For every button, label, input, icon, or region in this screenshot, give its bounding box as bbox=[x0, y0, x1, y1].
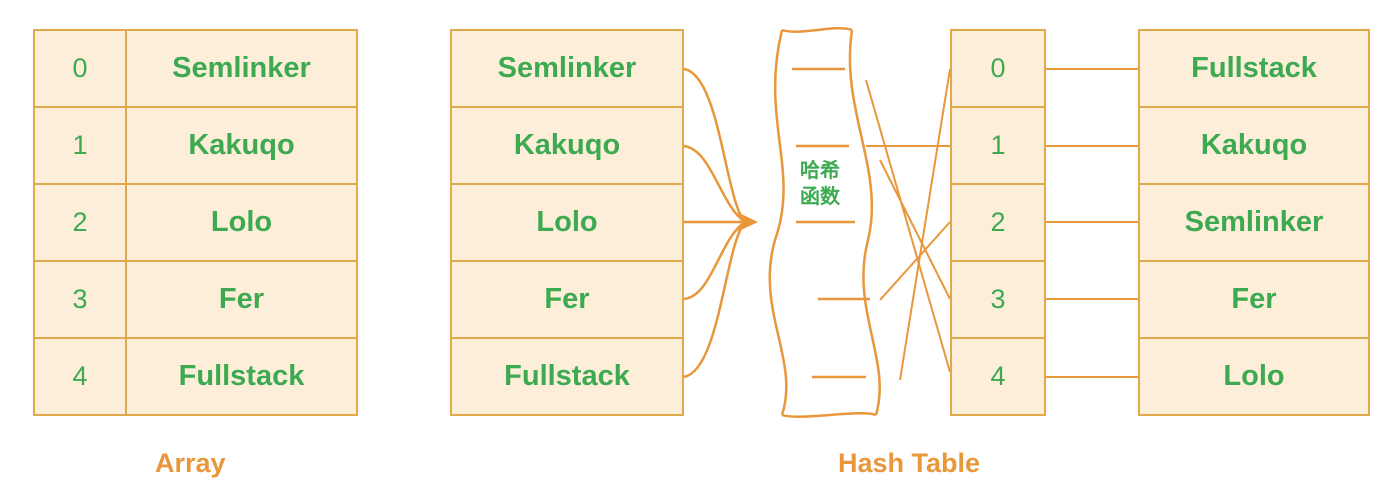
bucket-index-cell: 1 bbox=[950, 106, 1046, 185]
curve-key-4 bbox=[683, 221, 746, 379]
hash-function-shape bbox=[768, 27, 881, 418]
arrow-head bbox=[737, 212, 758, 232]
array-value: Fullstack bbox=[178, 360, 305, 392]
array-value-cell: Fullstack bbox=[125, 337, 358, 416]
bucket-value: Kakuqo bbox=[1200, 129, 1308, 161]
key-cell: Kakuqo bbox=[450, 106, 684, 185]
array-caption: Array bbox=[155, 448, 226, 478]
curve-key-3 bbox=[683, 220, 746, 301]
key-cell: Fullstack bbox=[450, 337, 684, 416]
array-index-cell: 2 bbox=[33, 183, 127, 262]
array-index: 2 bbox=[72, 207, 88, 237]
hash-shape-bottom bbox=[781, 412, 877, 418]
bucket-index: 2 bbox=[990, 207, 1006, 237]
bucket-value-cell: Fullstack bbox=[1138, 29, 1370, 108]
key-name: Semlinker bbox=[497, 52, 637, 84]
bucket-index: 0 bbox=[990, 53, 1006, 83]
bucket-index-cell: 2 bbox=[950, 183, 1046, 262]
map-line-c bbox=[879, 159, 951, 300]
map-line-a bbox=[865, 79, 951, 373]
hash-function-label: 哈希 函数 bbox=[790, 157, 850, 209]
array-value: Semlinker bbox=[172, 52, 311, 84]
map-line-d bbox=[899, 68, 951, 381]
array-value-cell: Fer bbox=[125, 260, 358, 339]
key-name: Kakuqo bbox=[513, 129, 621, 161]
bucket-index-cell: 3 bbox=[950, 260, 1046, 339]
map-line-e bbox=[879, 221, 951, 301]
bucket-index-cell: 4 bbox=[950, 337, 1046, 416]
hash-shape-right bbox=[848, 29, 881, 416]
hash-shape-left bbox=[768, 29, 788, 416]
array-index: 3 bbox=[72, 284, 88, 314]
array-value-cell: Lolo bbox=[125, 183, 358, 262]
bucket-index: 3 bbox=[990, 284, 1006, 314]
curve-key-0 bbox=[683, 67, 746, 223]
key-cell: Semlinker bbox=[450, 29, 684, 108]
hash-shape-top bbox=[781, 27, 853, 33]
key-to-hash-curves bbox=[683, 67, 746, 379]
bucket-value: Semlinker bbox=[1184, 206, 1324, 238]
curve-key-1 bbox=[683, 144, 746, 224]
array-index-cell: 4 bbox=[33, 337, 127, 416]
array-index: 1 bbox=[72, 130, 88, 160]
bucket-index: 1 bbox=[990, 130, 1006, 160]
key-name: Fullstack bbox=[504, 360, 630, 392]
hash-function-line: 哈希 bbox=[800, 158, 840, 182]
array-index: 0 bbox=[72, 53, 88, 83]
bucket-value-cell: Semlinker bbox=[1138, 183, 1370, 262]
key-cell: Lolo bbox=[450, 183, 684, 262]
array-value-cell: Semlinker bbox=[125, 29, 358, 108]
array-index: 4 bbox=[72, 361, 88, 391]
hash-to-bucket-lines bbox=[865, 68, 1138, 381]
bucket-value: Fullstack bbox=[1191, 52, 1317, 84]
array-index-cell: 0 bbox=[33, 29, 127, 108]
bucket-value: Lolo bbox=[1223, 360, 1285, 392]
array-index-cell: 3 bbox=[33, 260, 127, 339]
bucket-value: Fer bbox=[1231, 283, 1277, 315]
bucket-index: 4 bbox=[990, 361, 1006, 391]
array-index-cell: 1 bbox=[33, 106, 127, 185]
array-value: Fer bbox=[218, 283, 265, 315]
key-name: Lolo bbox=[536, 206, 598, 238]
bucket-value-cell: Lolo bbox=[1138, 337, 1370, 416]
array-value: Lolo bbox=[210, 206, 273, 238]
hash-function-line: 函数 bbox=[800, 184, 840, 208]
hash-table-caption: Hash Table bbox=[838, 448, 981, 478]
array-value-cell: Kakuqo bbox=[125, 106, 358, 185]
key-cell: Fer bbox=[450, 260, 684, 339]
bucket-value-cell: Fer bbox=[1138, 260, 1370, 339]
bucket-index-cell: 0 bbox=[950, 29, 1046, 108]
bucket-value-cell: Kakuqo bbox=[1138, 106, 1370, 185]
array-value: Kakuqo bbox=[188, 129, 295, 161]
key-name: Fer bbox=[544, 283, 590, 315]
